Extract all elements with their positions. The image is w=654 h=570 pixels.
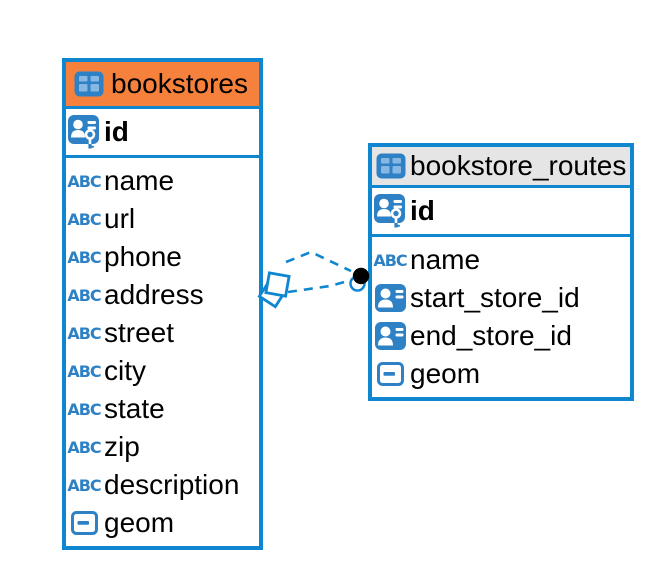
text-type-icon: ABC — [67, 285, 101, 305]
column-name: geom — [410, 358, 481, 389]
many-marker-square-front — [264, 271, 291, 298]
column-name: name — [104, 165, 175, 196]
column-name: address — [104, 279, 204, 310]
column-row-url[interactable]: ABC url — [66, 200, 259, 238]
column-name: state — [104, 393, 165, 424]
text-type-icon: ABC — [67, 209, 101, 229]
column-name: description — [104, 469, 240, 500]
column-name: url — [104, 203, 136, 234]
column-name: zip — [104, 431, 140, 462]
relationship-line-lower[interactable] — [287, 278, 353, 294]
columns-section: ABC name start_store_id — [372, 237, 630, 397]
table-icon — [376, 153, 406, 179]
text-type-icon: ABC — [67, 247, 101, 267]
table-name: bookstore_routes — [410, 150, 627, 181]
table-header-bookstore-routes[interactable]: bookstore_routes — [372, 147, 630, 185]
text-type-icon: ABC — [67, 323, 101, 343]
column-row-geom[interactable]: geom — [372, 355, 630, 393]
column-row-phone[interactable]: ABC phone — [66, 238, 259, 276]
column-name: name — [410, 244, 481, 275]
text-type-icon: ABC — [67, 437, 101, 457]
table-card-bookstore-routes[interactable]: bookstore_routes id — [368, 143, 634, 401]
column-row-zip[interactable]: ABC zip — [66, 428, 259, 466]
text-type-icon: ABC — [67, 399, 101, 419]
relationship-lines[interactable] — [257, 250, 370, 309]
column-row-city[interactable]: ABC city — [66, 352, 259, 390]
section-divider — [372, 185, 630, 188]
text-type-icon: ABC — [67, 361, 101, 381]
table-card-bookstores[interactable]: bookstores id ABC — [62, 58, 263, 550]
column-name: phone — [104, 241, 182, 272]
column-row-id[interactable]: id — [66, 109, 259, 155]
many-marker-square-back — [257, 278, 288, 309]
columns-section: ABC name ABC url ABC phone ABC address A… — [66, 158, 259, 546]
column-row-end-store-id[interactable]: end_store_id — [372, 317, 630, 355]
column-name: end_store_id — [410, 320, 572, 351]
column-row-geom[interactable]: geom — [66, 504, 259, 542]
section-divider — [372, 234, 630, 237]
column-name: city — [104, 355, 146, 386]
column-name: street — [104, 317, 175, 348]
column-name: geom — [104, 507, 175, 538]
endpoint-ring-marker — [349, 275, 366, 292]
text-type-icon: ABC — [67, 475, 101, 495]
column-row-state[interactable]: ABC state — [66, 390, 259, 428]
text-type-icon: ABC — [67, 171, 101, 191]
geometry-type-icon — [68, 511, 100, 535]
column-row-name[interactable]: ABC name — [372, 241, 630, 279]
reference-icon — [374, 284, 406, 312]
endpoint-dot-marker — [352, 267, 370, 285]
reference-icon — [374, 322, 406, 350]
column-name: id — [104, 116, 129, 147]
section-divider — [66, 106, 259, 109]
table-name: bookstores — [111, 68, 248, 99]
table-header-bookstores[interactable]: bookstores — [66, 62, 259, 106]
section-divider — [66, 155, 259, 158]
primary-key-icon — [374, 194, 406, 228]
column-row-address[interactable]: ABC address — [66, 276, 259, 314]
geometry-type-icon — [374, 362, 406, 386]
column-row-name[interactable]: ABC name — [66, 162, 259, 200]
column-name: start_store_id — [410, 282, 580, 313]
column-name: id — [410, 195, 435, 226]
table-icon — [74, 71, 104, 97]
text-type-icon: ABC — [373, 250, 407, 270]
primary-key-icon — [68, 115, 100, 149]
column-row-description[interactable]: ABC description — [66, 466, 259, 504]
column-row-id[interactable]: id — [372, 188, 630, 234]
column-row-start-store-id[interactable]: start_store_id — [372, 279, 630, 317]
column-row-street[interactable]: ABC street — [66, 314, 259, 352]
relationship-line-upper[interactable] — [285, 250, 352, 273]
